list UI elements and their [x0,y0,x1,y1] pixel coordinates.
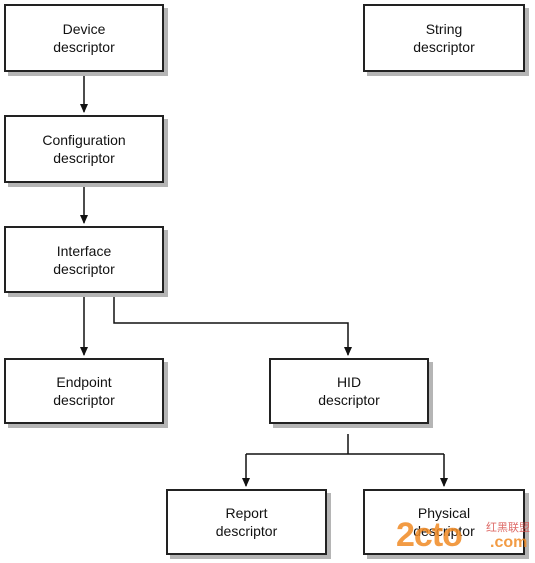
endpoint-descriptor-line2: descriptor [53,392,115,408]
hid-descriptor-line1: HID [336,374,362,390]
string-descriptor-line1: String [425,21,463,37]
string-descriptor-line2: descriptor [413,39,475,55]
device-descriptor-line1: Device [62,21,106,37]
configuration-descriptor-box: Configuration descriptor [4,115,164,183]
string-descriptor-box: String descriptor [363,4,525,72]
report-descriptor-line2: descriptor [215,523,278,539]
report-descriptor-box: Report descriptor [166,489,327,555]
configuration-descriptor-line2: descriptor [53,150,115,166]
hid-descriptor-line2: descriptor [318,392,380,408]
endpoint-descriptor-line1: Endpoint [56,374,112,390]
interface-descriptor-line2: descriptor [53,260,115,277]
physical-descriptor-line2: descriptor [413,523,475,539]
physical-descriptor-box: Physical descriptor [363,489,525,555]
device-descriptor-line2: descriptor [53,39,115,55]
device-descriptor-box: Device descriptor [4,4,164,72]
configuration-descriptor-line1: Configuration [42,132,126,148]
interface-descriptor-box: Interface descriptor [4,226,164,293]
interface-descriptor-line1: Interface [56,242,112,259]
endpoint-descriptor-box: Endpoint descriptor [4,358,164,424]
physical-descriptor-line1: Physical [417,505,471,521]
arrow-interface-to-hid [113,293,352,356]
hid-descriptor-box: HID descriptor [269,358,429,424]
report-descriptor-line1: Report [225,505,268,521]
